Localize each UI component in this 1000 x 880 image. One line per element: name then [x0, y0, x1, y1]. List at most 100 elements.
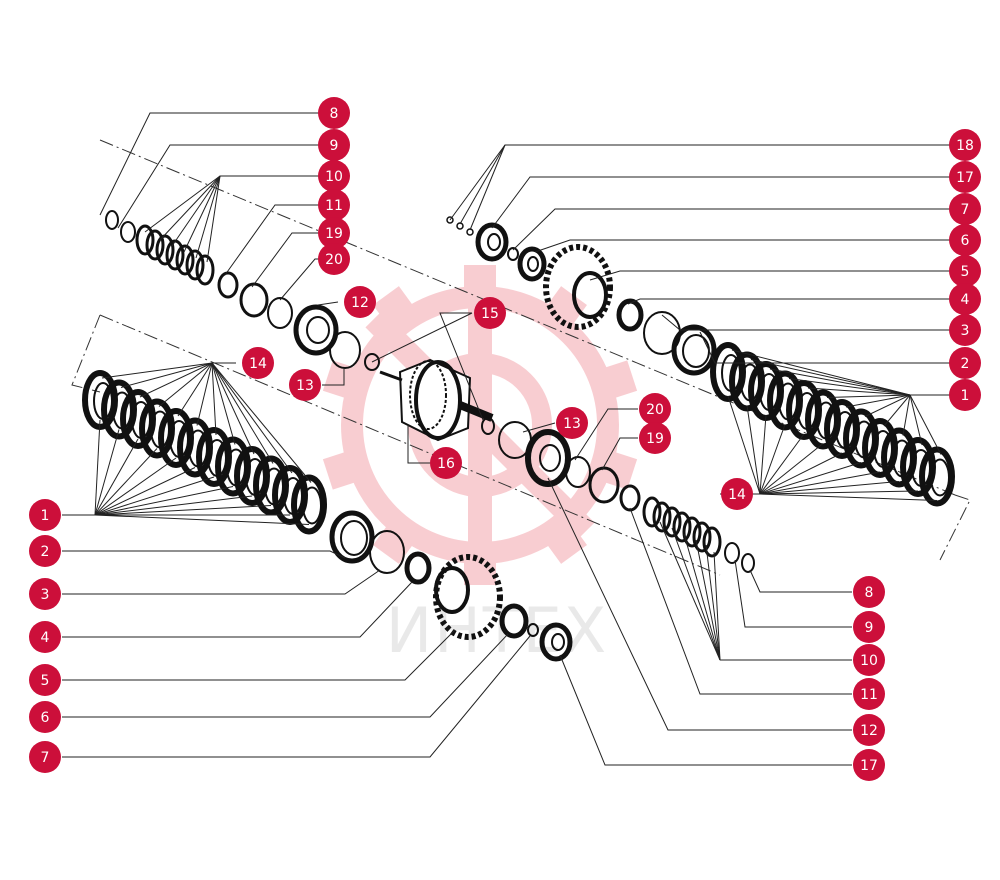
callout-label: 10	[860, 653, 878, 669]
part-4-bearing-left	[404, 551, 432, 585]
leader-1-left-10	[94, 505, 272, 516]
callout-circle	[474, 297, 506, 329]
leader-14-left-6	[196, 362, 213, 426]
callout-11-top: 11	[318, 189, 350, 221]
callout-1-right: 1	[949, 379, 981, 411]
part-18-pins	[446, 216, 474, 236]
leader-14-left-2	[120, 362, 213, 388]
leader-1-left-1	[94, 419, 101, 516]
callout-label: 2	[961, 356, 970, 372]
callout-label: 12	[860, 723, 878, 739]
callout-circle	[29, 664, 61, 696]
callout-14-right: 14	[721, 478, 753, 510]
axis-lines	[71, 139, 971, 576]
part-1-disc-pack-left	[82, 370, 327, 535]
part-20-ring-center	[565, 456, 591, 488]
callout-circle	[29, 701, 61, 733]
callout-label: 19	[325, 226, 343, 242]
leader-14-right-12	[759, 493, 938, 501]
lower-left-part-stack	[82, 370, 573, 662]
disc-left-inner-12	[302, 486, 322, 525]
callout-circle	[318, 160, 350, 192]
callout-label: 17	[956, 170, 974, 186]
callout-2-right: 2	[949, 347, 981, 379]
callout-13-right: 13	[556, 407, 588, 439]
part-small-ring	[364, 353, 380, 371]
leader-1-left-9	[94, 495, 253, 516]
callout-label: 3	[961, 323, 970, 339]
callout-circle	[949, 347, 981, 379]
leader-14-right-9	[759, 471, 881, 495]
callout-label: 6	[41, 710, 50, 726]
leader-14-right-5	[759, 433, 805, 495]
leader-1-right-11	[909, 394, 923, 446]
callout-label: 4	[41, 630, 50, 646]
callout-circle	[318, 189, 350, 221]
callout-label: 10	[325, 169, 343, 185]
part-13-circlip	[329, 331, 361, 369]
callout-label: 1	[961, 388, 970, 404]
callout-6-right: 6	[949, 224, 981, 256]
leader-1-left-7	[94, 476, 215, 516]
leader-14-right-10	[759, 481, 900, 495]
leader-1-right-5	[807, 387, 911, 396]
part-11-ring	[217, 271, 239, 299]
part-16-hub	[379, 358, 495, 442]
callout-label: 7	[41, 750, 50, 766]
callout-label: 12	[351, 295, 369, 311]
callout-10-bottom: 10	[853, 644, 885, 676]
leader-1-right-8	[864, 394, 911, 417]
leader-1-left-12	[94, 514, 310, 525]
callout-label: 11	[325, 198, 343, 214]
leader-1-left-8	[94, 486, 234, 516]
leader-14-right-6	[759, 443, 824, 495]
callout-9-top: 9	[318, 129, 350, 161]
callout-circle	[949, 314, 981, 346]
callout-label: 7	[961, 202, 970, 218]
leader-1-right-7	[845, 394, 911, 408]
leader-14-left-1	[101, 362, 213, 379]
callout-circle	[318, 97, 350, 129]
part-3-circlip-left	[369, 530, 405, 574]
callout-circle	[949, 255, 981, 287]
callout-15: 15	[474, 297, 506, 329]
callout-circle	[344, 286, 376, 318]
part-12-bearing	[293, 304, 339, 356]
leader-1-left-3	[94, 438, 139, 516]
callout-label: 5	[961, 264, 970, 280]
leader-1-left-2	[94, 429, 120, 516]
leader-14-right-7	[759, 452, 843, 495]
callout-label: 16	[437, 456, 455, 472]
part-8-ring	[105, 210, 119, 230]
callout-12-bottom: 12	[853, 714, 885, 746]
callout-5-right: 5	[949, 255, 981, 287]
center-part-stack	[498, 421, 641, 512]
part-5-gear-left	[433, 554, 503, 640]
callout-label: 6	[961, 233, 970, 249]
leader-1-right-2	[750, 359, 911, 396]
part-9-ring	[120, 221, 136, 243]
callout-6-left: 6	[29, 701, 61, 733]
callout-19-top: 19	[318, 217, 350, 249]
leader-1-right-9	[883, 394, 911, 427]
callout-label: 5	[41, 673, 50, 689]
leader-14-left-12	[211, 362, 312, 483]
leader-14-left-4	[158, 362, 213, 407]
leader-14-left-11	[211, 362, 293, 474]
callout-label: 13	[296, 378, 314, 394]
part-19-washer-center	[588, 466, 620, 504]
leader-1-left-4	[94, 448, 158, 516]
callout-9-bottom: 9	[853, 611, 885, 643]
part-10-disc-pack-lower	[642, 496, 722, 558]
callout-7-right: 7	[949, 193, 981, 225]
leader-14-right-8	[759, 462, 862, 495]
callout-badges: 8910111920121513141613201918177654321141…	[29, 97, 981, 781]
callout-circle	[853, 644, 885, 676]
leader-1-right-6	[826, 394, 911, 398]
callout-label: 9	[865, 620, 874, 636]
callout-circle	[318, 129, 350, 161]
callout-circle	[853, 678, 885, 710]
callout-1-left: 1	[29, 499, 61, 531]
part-6-bearing-left	[499, 603, 529, 639]
